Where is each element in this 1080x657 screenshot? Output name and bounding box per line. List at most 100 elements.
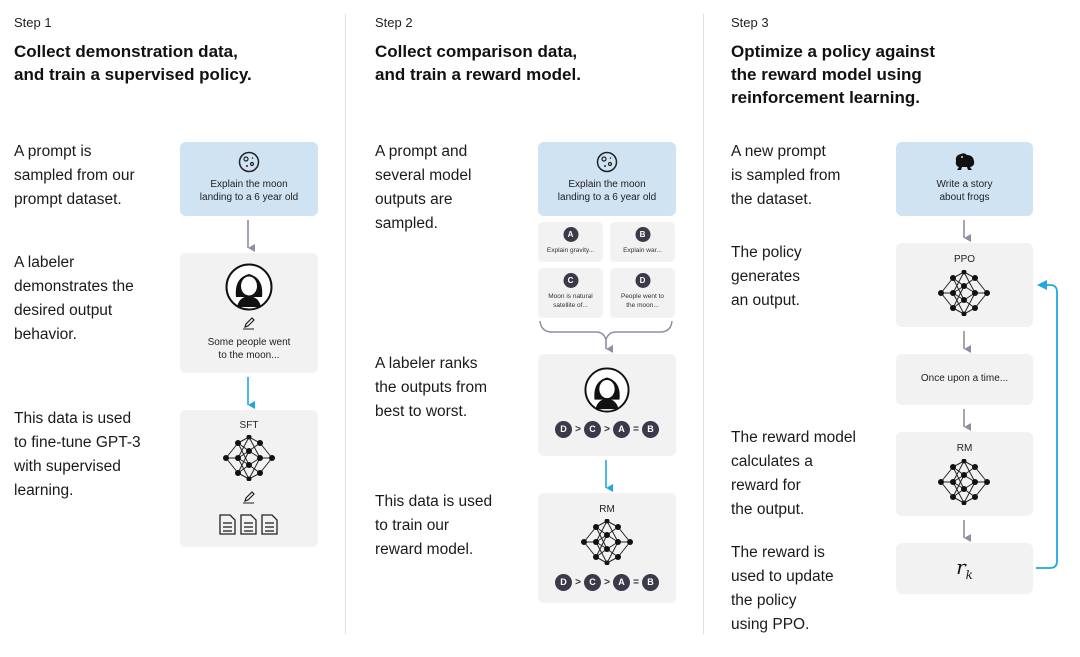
desc-line: The reward model — [731, 429, 856, 446]
step2-desc-rank: A labeler ranks the outputs from best to… — [375, 352, 487, 424]
step3-label: Step 3 — [731, 15, 769, 30]
desc-line: the output. — [731, 501, 805, 518]
output-card-b: B Explain war... — [610, 222, 675, 262]
rm-label: RM — [956, 443, 973, 454]
rank-item: C — [584, 574, 601, 591]
desc-line: used to update — [731, 568, 834, 585]
desc-line: This data is used — [14, 410, 132, 427]
step1-labeler-box: Some people went to the moon... — [180, 253, 318, 373]
rank-operator: > — [604, 577, 610, 588]
column-divider-1 — [345, 14, 346, 634]
step2-desc-train: This data is used to train our reward mo… — [375, 490, 492, 562]
desc-line: A labeler — [14, 254, 75, 271]
step1-desc-labeler: A labeler demonstrates the desired outpu… — [14, 251, 134, 347]
desc-line: generates — [731, 268, 800, 285]
step1-prompt-text: Explain the moon landing to a 6 year old — [180, 178, 318, 204]
desc-line: calculates a — [731, 453, 813, 470]
rank-operator: = — [633, 424, 639, 435]
step3-output-box: Once upon a time... — [896, 354, 1033, 405]
step3-desc-reward-model: The reward model calculates a reward for… — [731, 426, 856, 522]
rank-operator: = — [633, 577, 639, 588]
desc-line: the outputs from — [375, 379, 488, 396]
step3-ppo-box: PPO — [896, 243, 1033, 327]
output-card-a: A Explain gravity... — [538, 222, 603, 262]
desc-line: to fine-tune GPT-3 — [14, 434, 141, 451]
reward-value: rk — [896, 555, 1033, 582]
step3-title-line1: Optimize a policy against — [731, 42, 936, 61]
output-letter-b: B — [635, 227, 650, 242]
desc-line: best to worst. — [375, 403, 468, 420]
step3-title-line3: reinforcement learning. — [731, 88, 920, 107]
pencil-icon — [243, 317, 255, 330]
rank-operator: > — [575, 424, 581, 435]
step3-desc-update: The reward is used to update the policy … — [731, 541, 834, 637]
desc-line: the dataset. — [731, 191, 813, 208]
step1-desc-prompt: A prompt is sampled from our prompt data… — [14, 140, 135, 212]
step2-label: Step 2 — [375, 15, 413, 30]
output-text-b: Explain war... — [623, 247, 662, 254]
neural-network-icon — [938, 270, 990, 316]
moon-icon — [596, 151, 618, 173]
neural-network-icon — [223, 435, 275, 481]
reward-symbol: r — [956, 555, 966, 579]
step2-prompt-text: Explain the moon landing to a 6 year old — [538, 178, 676, 204]
step2-rm-box: RM D > C > A = B — [538, 493, 676, 603]
rank-operator: > — [604, 424, 610, 435]
step1-prompt-box: Explain the moon landing to a 6 year old — [180, 142, 318, 216]
desc-line: demonstrates the — [14, 278, 134, 295]
column-divider-2 — [703, 14, 704, 634]
output-card-c: C Moon is natural satellite of... — [538, 268, 603, 318]
prompt-line: landing to a 6 year old — [557, 192, 657, 203]
prompt-line: landing to a 6 year old — [199, 192, 299, 203]
step1-title: Collect demonstration data, and train a … — [14, 40, 252, 86]
step2-title-line2: and train a reward model. — [375, 65, 581, 84]
step1-title-line1: Collect demonstration data, — [14, 42, 238, 61]
rank-operator: > — [575, 577, 581, 588]
step3-title: Optimize a policy against the reward mod… — [731, 40, 935, 109]
desc-line: to train our — [375, 517, 450, 534]
output-text-line: People went to — [620, 293, 664, 300]
output-text-c: Moon is natural satellite of... — [540, 293, 601, 310]
step1-sft-box: SFT — [180, 410, 318, 547]
prompt-line: Explain the moon — [568, 179, 646, 190]
step3-title-line2: the reward model using — [731, 65, 922, 84]
desc-line: This data is used — [375, 493, 493, 510]
labeler-avatar-icon — [225, 263, 273, 311]
step1-title-line2: and train a supervised policy. — [14, 65, 252, 84]
neural-network-icon — [581, 519, 633, 565]
output-text-d: People went to the moon... — [612, 293, 673, 310]
desc-line: sampled from our — [14, 167, 135, 184]
output-text-line: the moon... — [626, 301, 659, 309]
caption-line: to the moon... — [218, 350, 280, 361]
step2-title-line1: Collect comparison data, — [375, 42, 578, 61]
output-letter-d: D — [635, 273, 650, 288]
output-card-d: D People went to the moon... — [610, 268, 675, 318]
desc-line: using PPO. — [731, 616, 810, 633]
step2-title: Collect comparison data, and train a rew… — [375, 40, 581, 86]
pencil-icon — [243, 491, 255, 504]
feedback-arrow-reward-to-ppo — [1036, 284, 1058, 569]
output-letter-c: C — [563, 273, 578, 288]
desc-line: with supervised — [14, 458, 121, 475]
sft-label: SFT — [239, 420, 259, 431]
desc-line: several model — [375, 167, 472, 184]
desc-line: A labeler ranks — [375, 355, 478, 372]
step3-prompt-text: Write a story about frogs — [896, 178, 1033, 204]
feedback-arrowhead — [1037, 280, 1047, 290]
rank-item: D — [555, 574, 572, 591]
rank-item: C — [584, 421, 601, 438]
step2-prompt-box: Explain the moon landing to a 6 year old — [538, 142, 676, 216]
outputs-brace — [539, 320, 673, 341]
desc-line: A prompt and — [375, 143, 468, 160]
rank-item: B — [642, 421, 659, 438]
desc-line: an output. — [731, 292, 800, 309]
desc-line: The policy — [731, 244, 802, 261]
documents-icon — [219, 514, 278, 535]
desc-line: reward for — [731, 477, 801, 494]
step1-labeler-caption: Some people went to the moon... — [180, 336, 318, 362]
step3-reward-box: rk — [896, 543, 1033, 594]
desc-line: A new prompt — [731, 143, 826, 160]
labeler-avatar-icon — [584, 367, 630, 413]
step2-desc-sampled: A prompt and several model outputs are s… — [375, 140, 472, 236]
prompt-line: Write a story — [936, 179, 993, 190]
